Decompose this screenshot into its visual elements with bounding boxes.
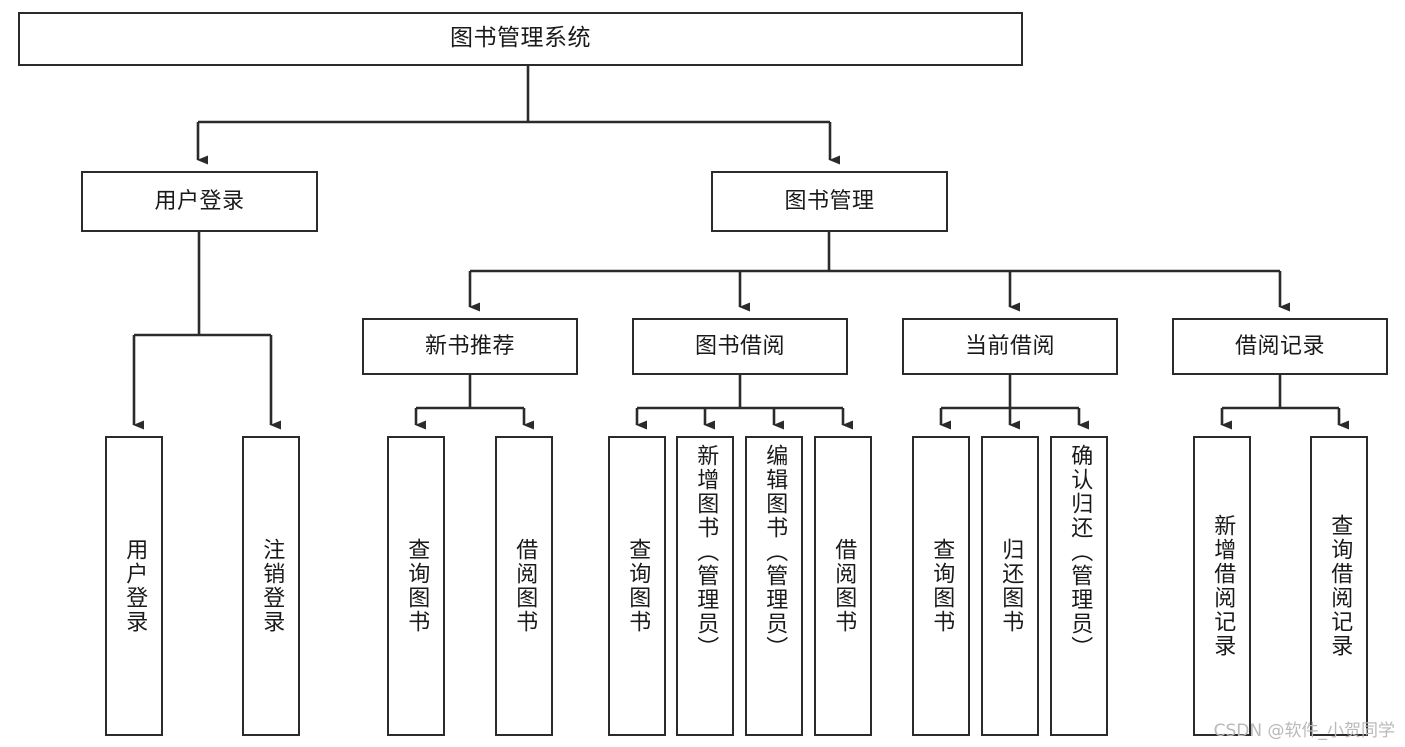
node-label: 借阅记录 [1234, 333, 1325, 359]
node-label: 归还图书 [998, 538, 1024, 634]
node-label: 新书推荐 [424, 333, 515, 359]
node-user-login[interactable]: 用户登录 [81, 171, 318, 232]
node-label: 图书管理系统 [450, 25, 591, 52]
node-leaf-return-book[interactable]: 归还图书 [981, 436, 1039, 736]
node-label: 新增借阅记录 [1210, 514, 1236, 658]
node-label: 借阅图书 [512, 538, 538, 634]
node-leaf-logout[interactable]: 注销登录 [242, 436, 300, 736]
node-borrow-record[interactable]: 借阅记录 [1172, 318, 1388, 375]
node-book-borrow[interactable]: 图书借阅 [632, 318, 848, 375]
node-root-system[interactable]: 图书管理系统 [18, 12, 1023, 66]
node-leaf-confirm-return[interactable]: 确认归还（管理员） [1050, 436, 1108, 736]
node-label: 确认归还（管理员） [1067, 444, 1093, 660]
node-label: 图书管理 [784, 188, 875, 214]
node-current-borrow[interactable]: 当前借阅 [902, 318, 1118, 375]
node-label: 查询借阅记录 [1327, 514, 1353, 658]
node-leaf-borrow-book-1[interactable]: 借阅图书 [495, 436, 553, 736]
watermark-text: CSDN @软件_小贺同学 [1213, 721, 1395, 741]
node-leaf-add-record[interactable]: 新增借阅记录 [1193, 436, 1251, 736]
node-label: 图书借阅 [694, 333, 785, 359]
node-label: 当前借阅 [964, 333, 1055, 359]
node-label: 注销登录 [259, 538, 285, 634]
node-label: 用户登录 [154, 188, 245, 214]
node-leaf-query-book-1[interactable]: 查询图书 [387, 436, 445, 736]
node-leaf-query-book-3[interactable]: 查询图书 [912, 436, 970, 736]
node-label: 编辑图书（管理员） [762, 444, 788, 660]
node-label: 查询图书 [625, 538, 651, 634]
node-leaf-query-record[interactable]: 查询借阅记录 [1310, 436, 1368, 736]
node-label: 查询图书 [929, 538, 955, 634]
node-label: 用户登录 [122, 538, 148, 634]
node-label: 查询图书 [404, 538, 430, 634]
node-book-manage[interactable]: 图书管理 [711, 171, 948, 232]
node-leaf-user-login[interactable]: 用户登录 [105, 436, 163, 736]
node-leaf-borrow-book-2[interactable]: 借阅图书 [814, 436, 872, 736]
node-label: 新增图书（管理员） [693, 444, 719, 660]
node-label: 借阅图书 [831, 538, 857, 634]
node-leaf-edit-book[interactable]: 编辑图书（管理员） [745, 436, 803, 736]
node-leaf-add-book[interactable]: 新增图书（管理员） [676, 436, 734, 736]
node-new-book-recommend[interactable]: 新书推荐 [362, 318, 578, 375]
node-leaf-query-book-2[interactable]: 查询图书 [608, 436, 666, 736]
